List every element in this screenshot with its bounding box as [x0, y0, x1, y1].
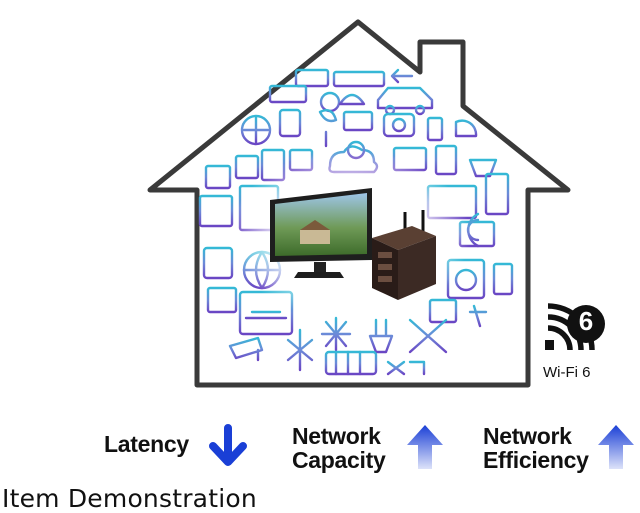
- wind-turbine-icon: [286, 328, 314, 372]
- arrow-up-icon: [598, 425, 634, 469]
- camera-lens-icon: [391, 117, 407, 133]
- car-icon: [376, 86, 434, 110]
- phone-icon: [426, 116, 444, 142]
- music-note-icon: [468, 304, 488, 328]
- network-capacity-label: Network Capacity: [292, 423, 386, 473]
- sparkle-icon: [386, 360, 406, 376]
- tablet-icon: [434, 144, 458, 176]
- battery-icon: [332, 70, 386, 88]
- remote-icon: [408, 360, 426, 376]
- radiator-icon: [294, 68, 330, 88]
- security-camera-icon: [228, 336, 264, 362]
- arrow-down-icon: [209, 424, 247, 466]
- lamp-icon: [338, 93, 366, 106]
- car-garage-icon: [244, 310, 288, 320]
- mailbox-icon: [202, 246, 234, 280]
- washing-drum-icon: [454, 268, 478, 292]
- house-outline: [147, 19, 571, 388]
- bulb-icon: [234, 154, 260, 180]
- heater-icon: [206, 286, 238, 314]
- router-small-icon: [468, 158, 498, 178]
- monitor-icon: [270, 188, 372, 278]
- camera-icon: [382, 112, 416, 138]
- arrow-up-icon: [407, 425, 443, 469]
- tablet-icon: [342, 110, 374, 132]
- arrow-icon: [390, 68, 414, 84]
- speaker-icon: [492, 262, 514, 296]
- latency-label: Latency: [104, 431, 189, 457]
- caption: Item Demonstration: [2, 484, 257, 513]
- wifi6-label: Wi-Fi 6: [543, 364, 591, 381]
- snowflake-icon: [320, 316, 352, 352]
- network-efficiency-label: Network Efficiency: [483, 423, 589, 473]
- plug-icon: [368, 318, 394, 354]
- satellite-dish-icon: [454, 119, 478, 138]
- router-icon: [372, 210, 436, 300]
- battery-icon: [268, 84, 308, 104]
- smart-home-illustration: [147, 19, 571, 388]
- radiator-icon: [324, 350, 378, 376]
- oven-icon: [198, 194, 234, 228]
- box-icon: [428, 298, 458, 324]
- lamp-icon: [319, 91, 341, 113]
- door-icon: [484, 172, 510, 216]
- radiator-fins-icon: [334, 350, 362, 376]
- fan-icon: [240, 114, 272, 146]
- fan-blade-icon: [242, 116, 270, 144]
- plant-icon: [318, 109, 338, 148]
- wifi6-logo-icon: [545, 303, 605, 351]
- refrigerator-icon: [278, 108, 302, 138]
- lock-icon: [204, 164, 232, 190]
- car-wheel-icon: [414, 104, 426, 116]
- tools-icon: [408, 318, 448, 354]
